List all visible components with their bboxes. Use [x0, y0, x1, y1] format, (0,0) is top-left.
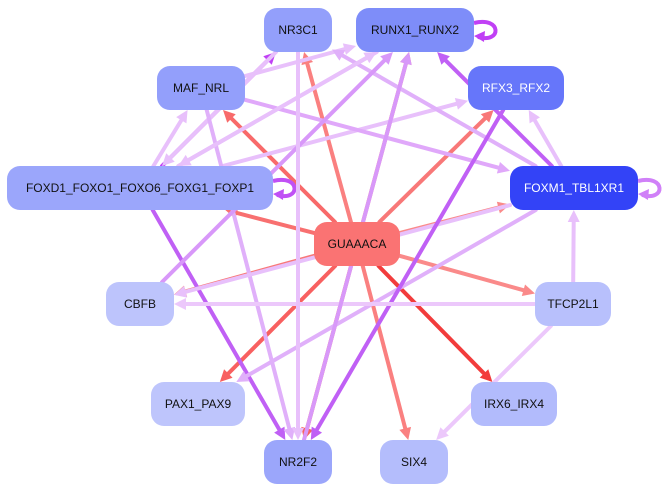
arrowhead	[236, 370, 250, 382]
node-label: MAF_NRL	[172, 81, 229, 95]
arrowhead	[310, 426, 323, 440]
edge-runx1_runx2-to-runx1_runx2	[473, 19, 498, 42]
edge-foxm1_tbl1xr1-to-rfx3_rfx2	[528, 110, 564, 168]
node-label: RUNX1_RUNX2	[370, 23, 460, 37]
arrowhead	[274, 426, 286, 440]
node-label: NR3C1	[278, 23, 318, 37]
edge-maf_nrl-to-runx1_runx2	[243, 43, 356, 79]
edge-nr3c1-to-nr2f2	[292, 50, 304, 440]
arrowhead	[496, 161, 510, 174]
edge-foxd1-to-nr2f2	[150, 208, 286, 440]
arrowhead	[178, 154, 192, 166]
edge-guaaaca-to-irx6_irx4	[376, 264, 493, 382]
node-pax1-pax9[interactable]: PAX1_PAX9	[151, 382, 245, 426]
edge-foxd1-to-maf_nrl	[151, 110, 188, 168]
node-foxm1-tbl1xr1[interactable]: FOXM1_TBL1XR1	[510, 166, 638, 210]
arrowhead	[283, 426, 296, 440]
arrowhead	[454, 98, 468, 110]
arrowhead	[223, 110, 236, 123]
edge-guaaaca-to-tfcp2l1	[398, 253, 535, 297]
node-label: PAX1_PAX9	[164, 397, 232, 411]
arrowhead	[292, 428, 304, 440]
edge-tfcp2l1-to-foxm1_tbl1xr1	[567, 210, 580, 284]
arrowhead	[474, 31, 485, 42]
node-maf-nrl[interactable]: MAF_NRL	[157, 66, 245, 110]
node-six4[interactable]: SIX4	[380, 440, 448, 484]
arrowhead	[273, 189, 284, 200]
arrowhead	[638, 189, 649, 200]
edge-guaaaca-to-pax1_pax9	[219, 264, 338, 382]
arrowhead	[528, 110, 540, 124]
arrowhead	[174, 298, 186, 310]
edge-cbfb-to-runx1_runx2	[160, 52, 393, 284]
edge-guaaaca-to-maf_nrl	[223, 110, 337, 224]
node-nr3c1[interactable]: NR3C1	[264, 8, 332, 52]
arrowhead	[342, 43, 356, 55]
edge-guaaaca-to-six4	[360, 264, 412, 440]
node-rfx3-rfx2[interactable]: RFX3_RFX2	[468, 66, 564, 110]
arrowhead	[567, 210, 580, 223]
node-guaaaca[interactable]: GUAAACA	[314, 222, 400, 266]
arrowhead	[436, 427, 449, 440]
arrowhead	[521, 284, 535, 297]
node-nr2f2[interactable]: NR2F2	[264, 440, 332, 484]
edge-rfx3_rfx2-to-nr2f2	[310, 108, 506, 440]
edge-foxd1-to-foxd1	[272, 177, 297, 200]
node-label: RFX3_RFX2	[481, 81, 551, 95]
arrowhead	[437, 52, 450, 65]
edge-tfcp2l1-to-six4	[436, 324, 553, 440]
node-label: IRX6_IRX4	[483, 397, 545, 411]
arrowhead	[176, 110, 188, 124]
node-label: FOXD1_FOXO1_FOXO6_FOXG1_FOXP1	[25, 181, 255, 195]
edge-tfcp2l1-to-cbfb	[174, 298, 537, 310]
edge-foxm1_tbl1xr1-to-runx1_runx2	[437, 52, 554, 168]
arrowhead	[219, 369, 233, 382]
node-irx6-irx4[interactable]: IRX6_IRX4	[471, 382, 557, 426]
arrowhead	[162, 153, 175, 166]
node-label: GUAAACA	[327, 237, 387, 251]
edge-maf_nrl-to-nr2f2	[204, 108, 296, 440]
edge-maf_nrl-to-foxm1_tbl1xr1	[243, 97, 510, 174]
arrowhead	[480, 110, 494, 123]
edge-runx1_runx2-to-foxd1	[178, 50, 379, 166]
edge-foxm1_tbl1xr1-to-foxm1_tbl1xr1	[637, 177, 662, 200]
edge-guaaaca-to-rfx3_rfx2	[377, 110, 494, 224]
node-label: CBFB	[123, 297, 156, 311]
node-cbfb[interactable]: CBFB	[106, 282, 174, 326]
node-foxd1[interactable]: FOXD1_FOXO1_FOXO6_FOXG1_FOXP1	[7, 166, 273, 210]
arrowhead	[332, 49, 346, 61]
node-label: SIX4	[400, 455, 427, 469]
arrowhead	[380, 52, 393, 65]
edge-foxm1_tbl1xr1-to-nr3c1	[332, 49, 538, 168]
node-label: NR2F2	[278, 455, 317, 469]
arrowhead	[400, 52, 412, 66]
arrowhead	[399, 426, 412, 440]
node-runx1-runx2[interactable]: RUNX1_RUNX2	[356, 8, 474, 52]
node-label: TFCP2L1	[547, 297, 599, 311]
arrowhead	[479, 369, 493, 382]
node-tfcp2l1[interactable]: TFCP2L1	[535, 282, 611, 326]
arrowhead	[174, 286, 188, 298]
node-label: FOXM1_TBL1XR1	[523, 181, 625, 195]
edge-foxd1-to-rfx3_rfx2	[220, 98, 468, 168]
edge-foxm1_tbl1xr1-to-pax1_pax9	[236, 208, 538, 382]
